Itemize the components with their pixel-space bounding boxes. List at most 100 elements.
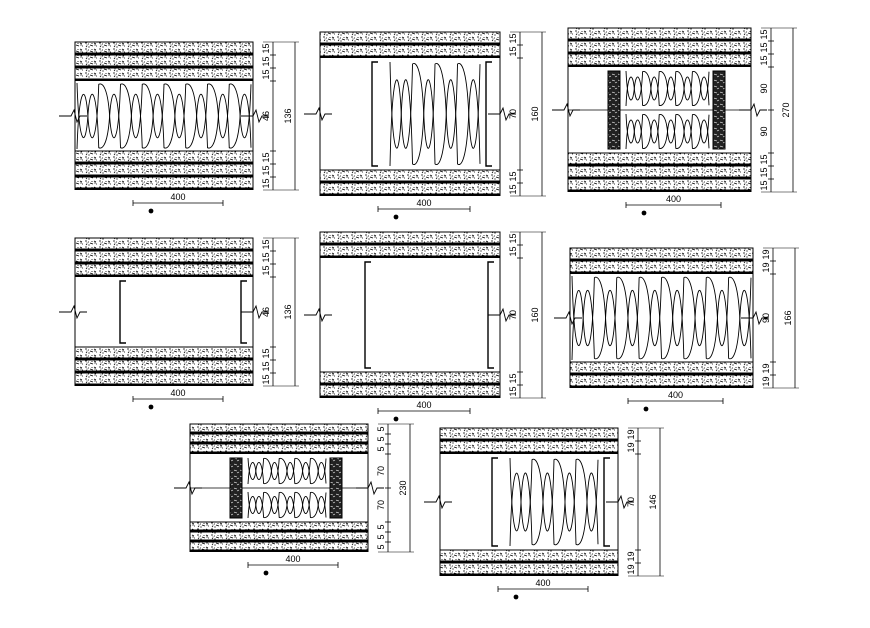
dimension-label: 5 — [376, 426, 386, 431]
solid-stud — [329, 457, 343, 519]
gypsum-board-layer — [567, 152, 752, 165]
gypsum-board-layer — [74, 250, 254, 263]
dimension-label: 19 — [761, 249, 771, 259]
gypsum-board-layer — [74, 263, 254, 276]
dimension-label: 15 — [759, 29, 769, 39]
dimension-label: 5 — [376, 534, 386, 539]
break-line-symbol — [552, 102, 580, 118]
total-thickness-label: 166 — [783, 310, 793, 325]
dimension-label: 15 — [261, 265, 271, 275]
dimension-label: 15 — [508, 233, 518, 243]
dimension-label: 15 — [261, 239, 271, 249]
gypsum-board-layer — [439, 427, 619, 440]
width-label: 400 — [170, 192, 185, 202]
width-label: 400 — [416, 400, 431, 410]
steel-c-stud — [491, 457, 498, 547]
dimension-label: 70 — [376, 500, 386, 510]
break-line-symbol — [554, 310, 582, 326]
dimension-label: 19 — [626, 564, 636, 574]
break-line-symbol — [241, 304, 269, 320]
total-thickness-label: 160 — [530, 307, 540, 322]
dimension-label: 15 — [759, 154, 769, 164]
dimension-label: 19 — [761, 262, 771, 272]
insulation-batt — [76, 82, 252, 149]
dimension-label: 90 — [761, 313, 771, 323]
dimension-label: 90 — [759, 83, 769, 93]
dimension-label: 19 — [626, 551, 636, 561]
gypsum-board-layer — [189, 521, 369, 531]
insulation-batt — [509, 457, 599, 546]
dimension-label: 5 — [376, 446, 386, 451]
dimension-label: 15 — [508, 171, 518, 181]
width-label: 400 — [666, 194, 681, 204]
dimension-label: 19 — [761, 376, 771, 386]
total-thickness-label: 160 — [530, 106, 540, 121]
break-line-symbol — [739, 102, 767, 118]
gypsum-board-layer — [189, 531, 369, 541]
gypsum-board-layer — [319, 231, 501, 244]
dimension-label: 15 — [759, 55, 769, 65]
gypsum-board-layer — [74, 150, 254, 163]
gypsum-board-layer — [319, 31, 501, 44]
dimension-label: 15 — [261, 69, 271, 79]
gypsum-board-layer — [569, 260, 754, 273]
gypsum-board-layer — [567, 53, 752, 66]
insulation-batt — [247, 457, 327, 485]
gypsum-board-layer — [569, 247, 754, 260]
dimension-label: 19 — [626, 429, 636, 439]
break-line-symbol — [304, 106, 332, 122]
insulation-batt — [571, 276, 752, 361]
gypsum-board-layer — [189, 423, 369, 433]
steel-c-stud — [371, 61, 378, 167]
break-line-symbol — [741, 310, 769, 326]
dimension-label: 15 — [261, 374, 271, 384]
insulation-batt — [571, 275, 752, 360]
section-marker — [393, 416, 399, 422]
steel-c-stud — [119, 280, 126, 344]
dimension-label: 46 — [261, 307, 271, 317]
gypsum-board-layer — [319, 244, 501, 257]
gypsum-board-layer — [567, 165, 752, 178]
insulation-batt — [389, 61, 481, 165]
insulation-batt — [509, 458, 599, 547]
dimension-label: 15 — [261, 165, 271, 175]
gypsum-board-layer — [74, 163, 254, 176]
insulation-batt — [625, 113, 710, 149]
break-line-symbol — [174, 480, 202, 496]
gypsum-board-layer — [189, 433, 369, 443]
gypsum-board-layer — [74, 176, 254, 189]
gypsum-board-layer — [74, 54, 254, 67]
total-thickness-label: 230 — [398, 480, 408, 495]
section-marker — [148, 208, 154, 214]
gypsum-board-layer — [319, 182, 501, 195]
dimension-label: 5 — [376, 436, 386, 441]
total-thickness-label: 270 — [781, 102, 791, 117]
dimension-label: 15 — [759, 167, 769, 177]
dimension-label: 70 — [508, 310, 518, 320]
dimension-label: 46 — [261, 111, 271, 121]
section-marker — [393, 214, 399, 220]
width-label: 400 — [416, 198, 431, 208]
dimension-label: 5 — [376, 544, 386, 549]
dimension-label: 15 — [261, 152, 271, 162]
solid-stud — [712, 70, 726, 150]
gypsum-board-layer — [319, 44, 501, 57]
dimension-label: 70 — [626, 497, 636, 507]
width-label: 400 — [170, 388, 185, 398]
solid-stud — [229, 457, 243, 519]
total-thickness-label: 146 — [648, 494, 658, 509]
break-line-symbol — [606, 494, 634, 510]
dimension-label: 15 — [508, 386, 518, 396]
section-marker — [148, 404, 154, 410]
dimension-label: 15 — [261, 56, 271, 66]
dimension-label: 15 — [508, 33, 518, 43]
gypsum-board-layer — [74, 372, 254, 385]
dimension-label: 15 — [508, 46, 518, 56]
dimension-label: 15 — [261, 348, 271, 358]
